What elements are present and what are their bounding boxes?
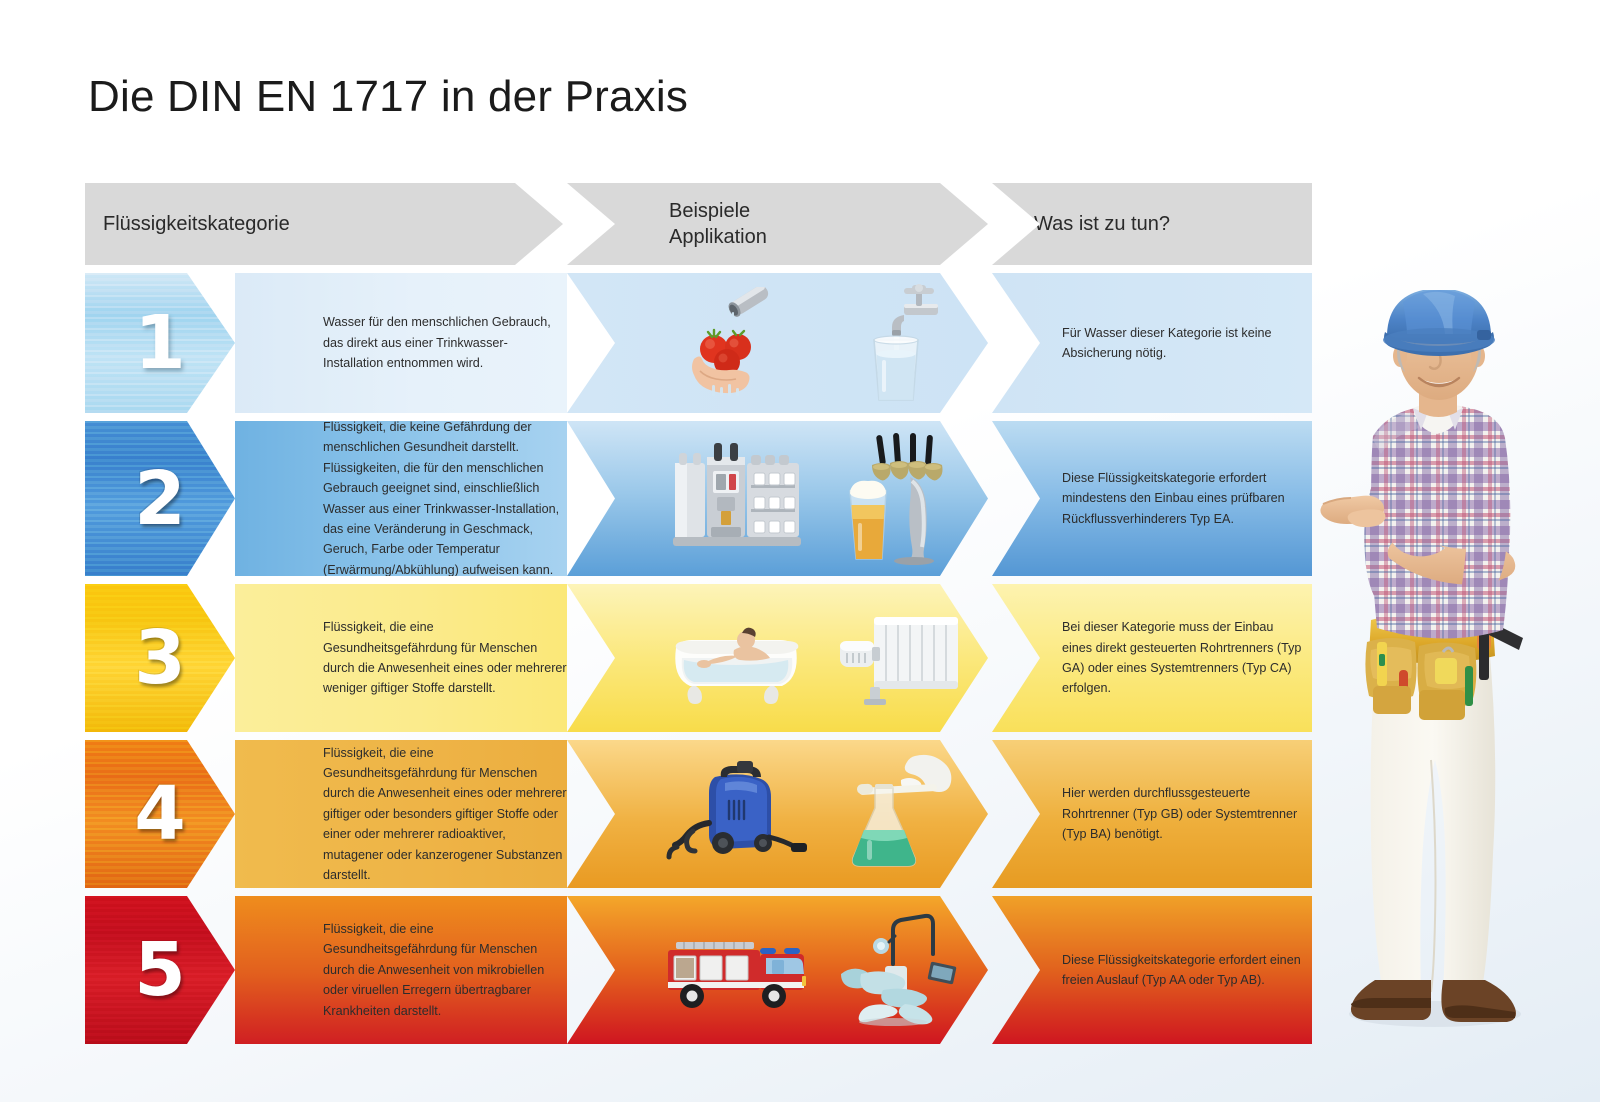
table-header-row: Flüssigkeitskategorie Beispiele Applikat… xyxy=(85,183,1312,265)
icon-radiator-with-thermostat xyxy=(822,584,972,732)
category-action-cell-3: Bei dieser Kategorie muss der Einbau ein… xyxy=(992,584,1312,732)
icon-hand-washing-tomatoes-under-tap xyxy=(662,273,812,413)
category-number-badge-3: 3 xyxy=(85,584,235,732)
category-number-badge-2: 2 xyxy=(85,421,235,576)
category-examples-cell-4 xyxy=(567,740,988,888)
category-action-cell-5: Diese Flüssigkeitskategorie erfordert ei… xyxy=(992,896,1312,1044)
category-examples-cell-3 xyxy=(567,584,988,732)
icon-beer-tap-with-glass xyxy=(822,421,972,576)
craftsman-photo xyxy=(1315,288,1570,1030)
category-action-1: Für Wasser dieser Kategorie ist keine Ab… xyxy=(1062,325,1272,360)
category-action-5: Diese Flüssigkeitskategorie erfordert ei… xyxy=(1062,952,1301,987)
table-row: 5 Flüssigkeit, die eine Gesundheitsgefäh… xyxy=(85,896,1312,1044)
category-description-cell-4: Flüssigkeit, die eine Gesundheitsgefährd… xyxy=(235,740,567,888)
category-action-4: Hier werden durchflussgesteuerte Rohrtre… xyxy=(1062,786,1298,842)
category-number-2: 2 xyxy=(134,455,186,542)
header-label-examples-line2: Applikation xyxy=(669,226,767,248)
icon-high-pressure-cleaner xyxy=(662,740,812,888)
table-row: 1 Wasser für den menschlichen Gebrauch, … xyxy=(85,273,1312,413)
header-label-examples-line1: Beispiele xyxy=(669,199,751,222)
icon-coffee-machine xyxy=(662,421,812,576)
icon-person-in-bathtub xyxy=(662,584,812,732)
category-action-2: Diese Flüssigkeitskategorie erfordert mi… xyxy=(1062,470,1285,526)
category-action-cell-4: Hier werden durchflussgesteuerte Rohrtre… xyxy=(992,740,1312,888)
category-description-4: Flüssigkeit, die eine Gesundheitsgefährd… xyxy=(323,745,567,882)
category-examples-cell-2 xyxy=(567,421,988,576)
table-row: 4 Flüssigkeit, die eine Gesundheitsgefäh… xyxy=(85,740,1312,888)
header-cell-examples: Beispiele Applikation xyxy=(567,183,988,265)
category-number-5: 5 xyxy=(134,927,186,1013)
category-description-5: Flüssigkeit, die eine Gesundheitsgefährd… xyxy=(323,922,545,1018)
icon-laboratory-flask-with-gloved-hand xyxy=(822,740,972,888)
category-examples-cell-5 xyxy=(567,896,988,1044)
category-action-cell-2: Diese Flüssigkeitskategorie erfordert mi… xyxy=(992,421,1312,576)
category-description-cell-3: Flüssigkeit, die eine Gesundheitsgefährd… xyxy=(235,584,567,732)
table-row: 2 Flüssigkeit, die keine Gefährdung der … xyxy=(85,421,1312,576)
category-number-4: 4 xyxy=(134,771,186,857)
header-label-action: Was ist zu tun? xyxy=(1034,212,1170,235)
icon-glass-of-water-under-faucet xyxy=(822,273,972,413)
category-action-cell-1: Für Wasser dieser Kategorie ist keine Ab… xyxy=(992,273,1312,413)
category-table: Flüssigkeitskategorie Beispiele Applikat… xyxy=(85,183,1312,1044)
category-description-cell-1: Wasser für den menschlichen Gebrauch, da… xyxy=(235,273,567,413)
header-cell-action: Was ist zu tun? xyxy=(992,183,1312,265)
icon-fire-engine xyxy=(662,896,812,1044)
header-label-examples: Beispiele Applikation xyxy=(669,198,767,251)
category-description-1: Wasser für den menschlichen Gebrauch, da… xyxy=(323,315,551,371)
icon-dentist-chair xyxy=(822,896,972,1044)
category-number-3: 3 xyxy=(134,615,186,701)
category-examples-cell-1 xyxy=(567,273,988,413)
category-number-badge-5: 5 xyxy=(85,896,235,1044)
header-cell-category: Flüssigkeitskategorie xyxy=(85,183,563,265)
category-number-badge-1: 1 xyxy=(85,273,235,413)
category-description-3: Flüssigkeit, die eine Gesundheitsgefährd… xyxy=(323,620,567,696)
category-description-2: Flüssigkeit, die keine Gefährdung der me… xyxy=(323,421,560,576)
header-label-category: Flüssigkeitskategorie xyxy=(103,212,290,235)
page-title: Die DIN EN 1717 in der Praxis xyxy=(88,72,689,121)
category-description-cell-5: Flüssigkeit, die eine Gesundheitsgefährd… xyxy=(235,896,567,1044)
category-description-cell-2: Flüssigkeit, die keine Gefährdung der me… xyxy=(235,421,567,576)
category-action-3: Bei dieser Kategorie muss der Einbau ein… xyxy=(1062,620,1302,696)
table-row: 3 Flüssigkeit, die eine Gesundheitsgefäh… xyxy=(85,584,1312,732)
category-number-badge-4: 4 xyxy=(85,740,235,888)
category-number-1: 1 xyxy=(134,300,186,386)
